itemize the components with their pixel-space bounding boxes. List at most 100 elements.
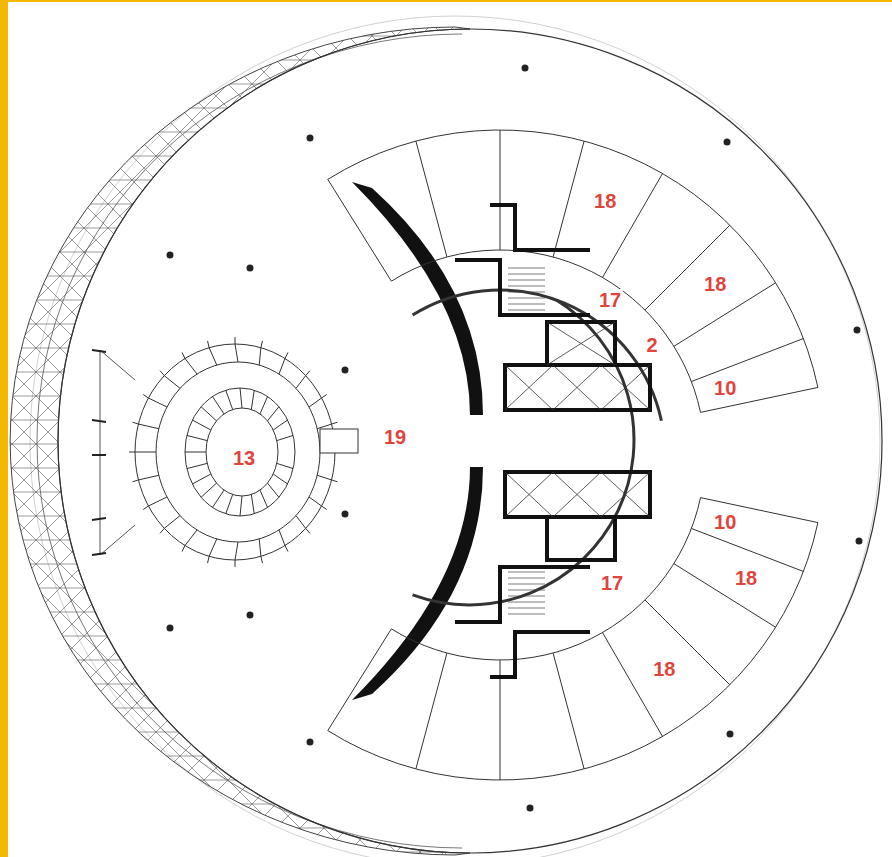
stair-tread (138, 475, 158, 480)
elevator-cross (505, 322, 650, 517)
stair-tread (201, 407, 216, 421)
stair-tread (332, 422, 338, 424)
stair-tread (251, 495, 254, 514)
facade-line (37, 34, 462, 848)
callout-number: 10 (712, 377, 738, 399)
stair-tread (277, 435, 293, 440)
stair-tread (213, 490, 225, 507)
floor-outline (58, 29, 882, 853)
stair-tread (260, 490, 268, 507)
stair-tread (273, 474, 287, 484)
stair-tread (143, 506, 148, 510)
stair-tread (209, 539, 217, 556)
core-edge (413, 300, 634, 605)
stair-tread (267, 483, 278, 497)
stair-tread (226, 390, 233, 409)
stair-tread (135, 452, 156, 453)
stair-tread (508, 572, 545, 573)
stair-tread (261, 556, 263, 563)
stair-tread (164, 516, 180, 529)
stair-tread (508, 292, 545, 293)
stair-tread (508, 310, 545, 311)
room-partition (328, 179, 392, 281)
stair-tread (277, 463, 293, 468)
stair-tread (187, 463, 207, 468)
stair-tread (240, 496, 242, 516)
stair-tread (508, 602, 545, 603)
stair-tread (322, 395, 327, 399)
callout-number: 2 (644, 334, 659, 356)
stair-tread (508, 286, 545, 287)
stair-tread (267, 407, 278, 421)
stair-tread (208, 341, 210, 348)
stair-tread (296, 376, 306, 389)
callout-number: 18 (651, 658, 677, 680)
stair-tread (322, 506, 327, 510)
room-partition (500, 130, 501, 250)
stair-tread (261, 341, 263, 348)
stair-tread (235, 560, 236, 567)
stair-tread (129, 452, 135, 453)
stair-tread (192, 420, 210, 430)
stair-tread (148, 497, 167, 506)
stair-tread (332, 480, 338, 482)
stair-tread (143, 395, 148, 399)
callout-number: 18 (702, 273, 728, 295)
stair-tread (296, 516, 306, 529)
stair-tread (285, 352, 288, 358)
room-inner-wall (391, 250, 700, 412)
room-partition (691, 528, 803, 571)
stair-tread (185, 530, 197, 546)
stair-tread (508, 614, 545, 615)
stair-tread (226, 495, 233, 514)
core-wall (352, 467, 483, 700)
stair-tread (192, 474, 210, 484)
stair-tread (138, 424, 158, 429)
stair-tread (317, 424, 331, 429)
room-partition (603, 633, 663, 737)
stair-tread (508, 274, 545, 275)
stair-tread (133, 480, 139, 482)
room-partition (553, 141, 584, 257)
core (455, 205, 650, 677)
room-partition (416, 141, 447, 257)
stair-tread (508, 268, 545, 269)
room-partition (645, 225, 730, 310)
stair-tread (306, 528, 310, 533)
office-rooms (328, 130, 818, 780)
stair-tread (187, 435, 207, 440)
stair-tread (285, 546, 288, 552)
stair-flight (508, 268, 545, 614)
callout-number: 10 (712, 511, 738, 533)
edge-strip (0, 0, 8, 857)
stair-tread (260, 397, 268, 414)
room-inner-wall (391, 498, 700, 660)
stair-tread (259, 348, 261, 365)
stair-tread (309, 398, 322, 407)
stair-tread (273, 420, 287, 430)
callout-number: 13 (231, 447, 257, 469)
core-wall (352, 182, 483, 415)
callout-number: 17 (597, 289, 623, 311)
stair-tread (309, 497, 322, 506)
stair-tread (201, 483, 216, 497)
stair-tread (279, 358, 285, 374)
room-partition (674, 564, 776, 628)
edge-strip (0, 0, 892, 2)
stair-tread (209, 348, 217, 365)
stair-tread (133, 422, 139, 424)
stair-tread (213, 397, 225, 414)
room-outer-wall (328, 130, 818, 387)
room-partition (645, 600, 730, 685)
room-partition (553, 653, 584, 769)
stair-tread (279, 530, 285, 546)
room-partition (691, 339, 803, 382)
room-partition (328, 629, 392, 731)
stair-tread (160, 528, 164, 533)
stair-tread (182, 352, 185, 358)
stair-tread (185, 452, 206, 453)
stair-tread (259, 539, 261, 556)
stair-tread (508, 298, 545, 299)
